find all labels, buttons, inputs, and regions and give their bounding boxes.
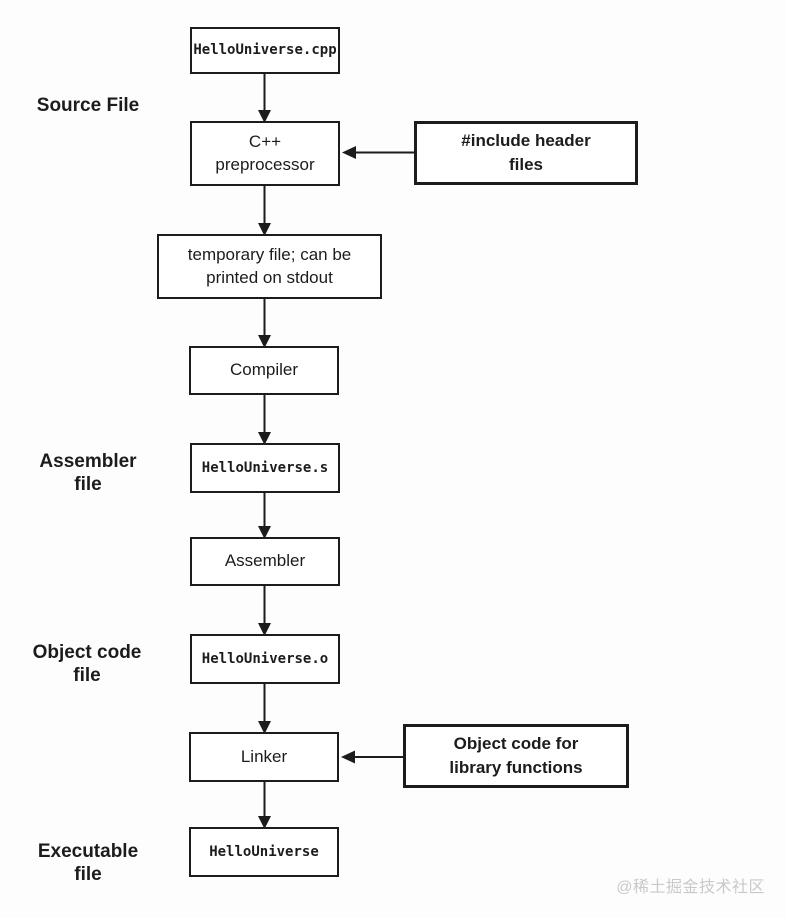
label-source-file: Source File — [36, 95, 140, 116]
node-linker: Linker — [189, 732, 339, 782]
node-cpp-preprocessor: C++ preprocessor — [190, 121, 340, 186]
arrow-source-to-preprocessor — [258, 74, 271, 123]
note-include-headers: #include header files — [414, 121, 638, 185]
arrow-assembler-to-objectfile — [258, 586, 271, 636]
arrow-linker-to-executable — [258, 782, 271, 829]
label-executable-file: Executable file — [37, 841, 139, 886]
arrow-libraryobjects-to-linker — [341, 750, 403, 764]
arrow-includes-to-preprocessor — [342, 146, 414, 159]
node-executable: HelloUniverse — [189, 827, 339, 877]
label-object-code-file: Object code file — [32, 642, 142, 687]
arrow-tempfile-to-compiler — [258, 299, 271, 348]
label-assembler-file: Assembler file — [39, 451, 137, 496]
arrow-compiler-to-assemblyfile — [258, 395, 271, 445]
watermark-text: @稀土掘金技术社区 — [616, 879, 765, 896]
node-compiler: Compiler — [189, 346, 339, 395]
node-object-file: HelloUniverse.o — [190, 634, 340, 684]
arrow-objectfile-to-linker — [258, 684, 271, 734]
node-assembly-file: HelloUniverse.s — [190, 443, 340, 493]
arrow-preprocessor-to-tempfile — [258, 186, 271, 236]
node-assembler: Assembler — [190, 537, 340, 586]
node-temp-file: temporary file; can be printed on stdout — [157, 234, 382, 299]
arrow-assemblyfile-to-assembler — [258, 493, 271, 539]
note-library-object-code: Object code for library functions — [403, 724, 629, 788]
node-source-file: HelloUniverse.cpp — [190, 27, 340, 74]
